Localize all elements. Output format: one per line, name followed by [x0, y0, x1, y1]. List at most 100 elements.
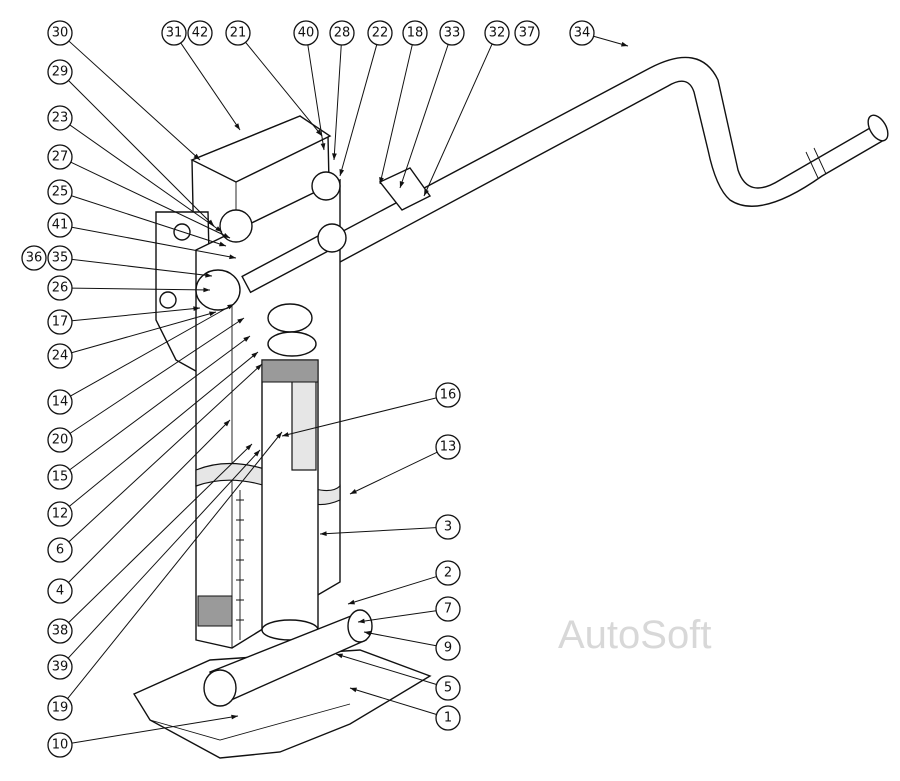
callout-balloon [293, 20, 319, 46]
callout-leader-25 [71, 195, 227, 247]
callout-17: 17 [47, 309, 73, 335]
callout-arrowhead-29 [207, 219, 214, 226]
jack-illustration [132, 56, 889, 759]
callout-label: 39 [52, 660, 69, 675]
callout-label: 26 [52, 281, 69, 296]
callout-arrowhead-32 [424, 189, 429, 196]
callout-arrowhead-2 [348, 599, 355, 605]
pivot-pin-far-end [347, 609, 373, 643]
callout-balloon [47, 245, 73, 271]
callout-leader-14 [70, 303, 235, 397]
callout-leader-22 [339, 44, 378, 177]
callout-balloon [367, 20, 393, 46]
callout-arrowhead-18 [379, 177, 384, 184]
callout-leader-4 [68, 419, 231, 583]
callout-label: 22 [372, 26, 389, 41]
callout-leader-5 [335, 653, 437, 685]
callout-label: 17 [52, 315, 69, 330]
callout-arrowhead-31 [234, 123, 240, 130]
callout-balloon [484, 20, 510, 46]
callout-23: 23 [47, 105, 73, 131]
callout-37: 37 [514, 20, 540, 46]
callout-balloon [47, 309, 73, 335]
callout-32: 32 [484, 20, 510, 46]
callout-arrowhead-10 [231, 714, 238, 720]
callout-arrowhead-9 [364, 630, 371, 636]
callout-24: 24 [47, 343, 73, 369]
callout-balloon [47, 427, 73, 453]
callout-balloon [47, 732, 73, 758]
callout-balloon [47, 501, 73, 527]
callout-9: 9 [435, 635, 461, 661]
callout-leader-17 [71, 307, 201, 322]
callout-4: 4 [47, 578, 73, 604]
callout-balloon [47, 389, 73, 415]
callout-6: 6 [47, 537, 73, 563]
callout-arrowhead-40 [320, 143, 326, 150]
callout-label: 14 [52, 395, 69, 410]
callout-leader-24 [71, 311, 217, 354]
callout-leader-27 [70, 161, 231, 239]
callout-label: 18 [407, 26, 424, 41]
callout-label: 5 [444, 681, 452, 696]
callout-arrowhead-35 [205, 272, 212, 278]
lower-pad [197, 595, 233, 627]
callout-arrowhead-14 [227, 304, 234, 310]
pivot-pin-end [203, 669, 237, 707]
callout-balloon [47, 343, 73, 369]
callout-balloon [225, 20, 251, 46]
crank-grip-end [867, 114, 889, 142]
callout-arrowhead-5 [336, 653, 343, 659]
callout-leader-10 [71, 715, 239, 744]
callout-arrowhead-1 [350, 687, 357, 693]
callout-balloon [435, 382, 461, 408]
callout-label: 4 [56, 584, 64, 599]
callout-35: 35 [47, 245, 73, 271]
callout-arrowhead-15 [243, 336, 250, 342]
callout-leader-18 [379, 44, 413, 185]
callout-leader-21 [245, 41, 323, 137]
callout-7: 7 [435, 596, 461, 622]
callout-balloon [329, 20, 355, 46]
callout-label: 27 [52, 150, 69, 165]
callout-balloon [47, 537, 73, 563]
callout-label: 35 [52, 251, 69, 266]
callout-38: 38 [47, 618, 73, 644]
callout-label: 10 [52, 738, 69, 753]
crank-handle [329, 56, 886, 263]
callout-label: 32 [489, 26, 506, 41]
handle-coupling [378, 167, 432, 211]
callout-balloon [402, 20, 428, 46]
bearing-collar [267, 303, 313, 333]
callout-label: 23 [52, 111, 69, 126]
callout-16: 16 [435, 382, 461, 408]
callout-balloon [47, 20, 73, 46]
callout-arrowhead-22 [339, 169, 345, 176]
callout-label: 20 [52, 433, 69, 448]
callout-arrowhead-13 [350, 488, 357, 494]
callout-balloon [47, 618, 73, 644]
callout-22: 22 [367, 20, 393, 46]
callout-3: 3 [435, 514, 461, 540]
callout-arrowhead-38 [245, 444, 252, 451]
callout-label: 29 [52, 65, 69, 80]
callout-label: 6 [56, 543, 64, 558]
callout-5: 5 [435, 675, 461, 701]
callout-balloon [439, 20, 465, 46]
watermark-text: AutoSoft [558, 613, 711, 657]
callout-leader-1 [349, 687, 437, 715]
callout-leader-29 [68, 80, 215, 227]
callout-label: 31 [166, 26, 183, 41]
bracket-hole-lower [159, 291, 177, 309]
callout-leader-32 [423, 43, 493, 197]
callout-leader-3 [319, 527, 437, 535]
callout-label: 42 [192, 26, 209, 41]
callout-leader-30 [68, 40, 201, 161]
callout-14: 14 [47, 389, 73, 415]
callout-42: 42 [187, 20, 213, 46]
callout-28: 28 [329, 20, 355, 46]
callout-leader-33 [399, 44, 449, 189]
thrust-washer [267, 331, 317, 357]
